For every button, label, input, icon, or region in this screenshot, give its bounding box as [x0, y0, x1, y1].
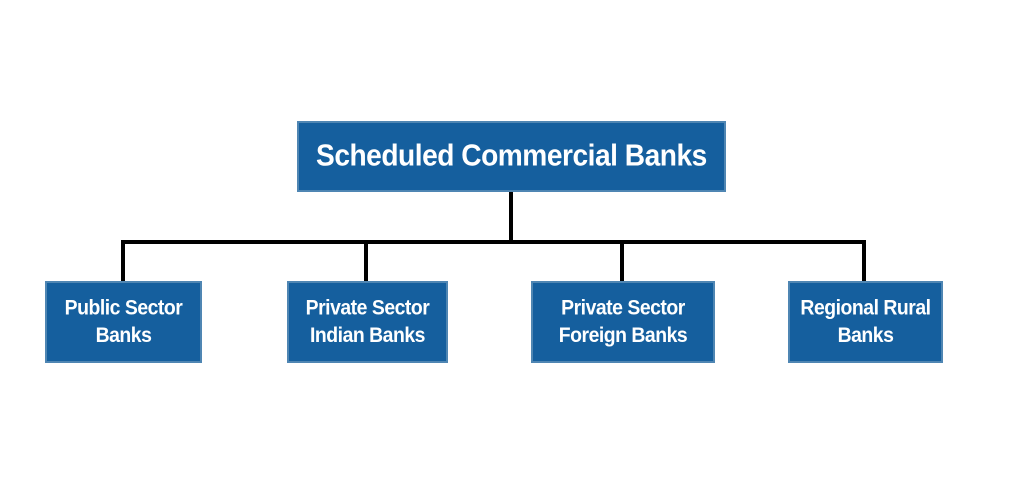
connector-drop-public-sector — [121, 240, 125, 281]
node-private-sector-foreign-banks: Private Sector Foreign Banks — [531, 281, 715, 363]
node-public-sector-banks: Public Sector Banks — [45, 281, 202, 363]
connector-drop-private-indian — [364, 240, 368, 281]
node-scheduled-commercial-banks: Scheduled Commercial Banks — [297, 121, 726, 192]
connector-drop-private-foreign — [620, 240, 624, 281]
root-node-label: Scheduled Commercial Banks — [316, 139, 707, 173]
connector-drop-regional-rural — [862, 240, 866, 281]
node-private-sector-indian-banks: Private Sector Indian Banks — [287, 281, 448, 363]
node-regional-rural-banks: Regional Rural Banks — [788, 281, 943, 363]
child-node-label: Public Sector Banks — [64, 296, 183, 348]
child-node-label: Private Sector Foreign Banks — [558, 296, 688, 348]
connector-horizontal-rail — [121, 240, 866, 244]
child-node-label: Regional Rural Banks — [800, 296, 931, 348]
child-node-label: Private Sector Indian Banks — [305, 296, 430, 348]
connector-root-stem — [509, 192, 513, 244]
